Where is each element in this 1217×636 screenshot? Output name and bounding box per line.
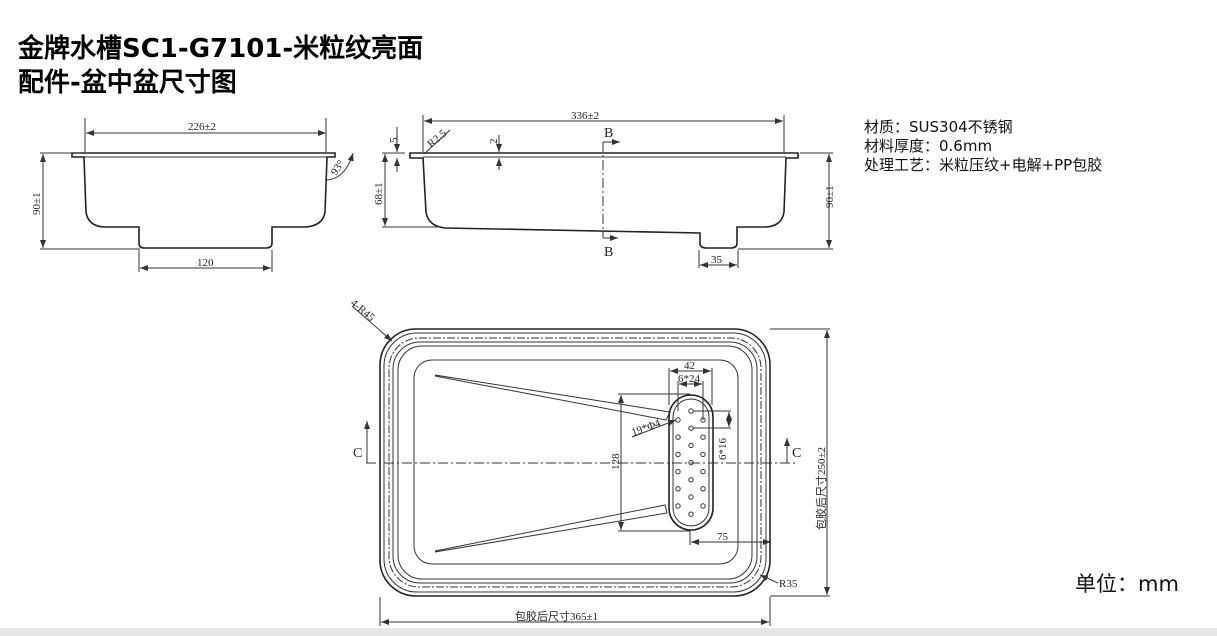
section-label-c-left: C <box>353 446 362 461</box>
page-title: 金牌水槽SC1-G7101-米粒纹亮面 <box>18 34 424 64</box>
dim-inner-radius-label: R35 <box>779 578 798 590</box>
dim-offset-label: 75 <box>717 531 729 543</box>
drain-hole <box>700 503 706 509</box>
unit-label: 单位：mm <box>1075 572 1179 596</box>
dim-bottom-label: 120 <box>197 257 214 269</box>
section-label-b-bottom: B <box>604 245 613 260</box>
spec-process: 处理工艺：米粒压纹+电解+PP包胶 <box>864 156 1103 174</box>
drain-hole <box>675 503 681 509</box>
dim-flange-label: 5 <box>388 137 400 143</box>
drain-hole <box>675 434 681 440</box>
dim-depth-label: 68±1 <box>373 182 385 205</box>
dim-width-label: 336±2 <box>571 110 599 122</box>
drain-hole <box>688 477 694 483</box>
plan-basin-floor <box>413 359 739 565</box>
dim-width-label: 包胶后尺寸365±1 <box>515 609 598 623</box>
dim-gap-label: 2 <box>488 139 500 145</box>
drain-hole <box>688 494 694 500</box>
drain-hole <box>675 468 681 475</box>
drain-hole <box>675 417 681 423</box>
drain-hole <box>688 408 694 414</box>
dim-corner-radius-label: 4-R45 <box>348 297 377 324</box>
page-subtitle: 配件-盆中盆尺寸图 <box>18 68 237 98</box>
front-view-outline <box>409 152 799 249</box>
dim-holes-label: 19*Φ4 <box>630 417 663 439</box>
dim-hole-spacing-x-label: 6*24 <box>678 373 701 385</box>
dim-angle-label: 93° <box>329 158 348 178</box>
bottom-bar <box>0 628 1217 636</box>
dim-height-label: 包胶后尺寸250±2 <box>814 447 828 530</box>
drain-hole <box>688 425 694 431</box>
dim-height-label: 90±1 <box>31 192 43 215</box>
spec-thickness: 材料厚度：0.6mm <box>864 137 993 155</box>
section-label-b-top: B <box>604 126 613 141</box>
section-label-c-right: C <box>792 446 801 461</box>
dim-slot-width-label: 42 <box>684 360 695 372</box>
drain-hole <box>688 511 694 517</box>
drain-hole <box>700 468 706 475</box>
dim-height-label: 90±1 <box>824 185 836 208</box>
dim-drain-label: 35 <box>711 254 723 266</box>
drain-hole <box>675 486 681 492</box>
dim-hole-spacing-y-label: 6*16 <box>717 438 729 461</box>
drain-hole <box>700 451 706 458</box>
front-view: 336±2 5 R2.5 2 B B 68±1 90±1 35 <box>373 110 836 268</box>
plan-view: C C 4-R45 42 6*24 19*Φ4 6*16 128 75 R35 <box>348 297 830 626</box>
dim-slot-length-label: 128 <box>610 453 622 470</box>
side-view: 226±2 90±1 120 93° <box>31 118 354 272</box>
drain-hole <box>700 486 706 492</box>
drain-hole <box>675 451 681 458</box>
drain-hole <box>700 434 706 440</box>
spec-material: 材质：SUS304不锈钢 <box>864 118 1013 136</box>
drain-hole <box>688 442 694 449</box>
dim-radius-label: R2.5 <box>425 127 449 150</box>
dim-width-label: 226±2 <box>188 121 216 133</box>
side-view-outline <box>71 152 336 249</box>
